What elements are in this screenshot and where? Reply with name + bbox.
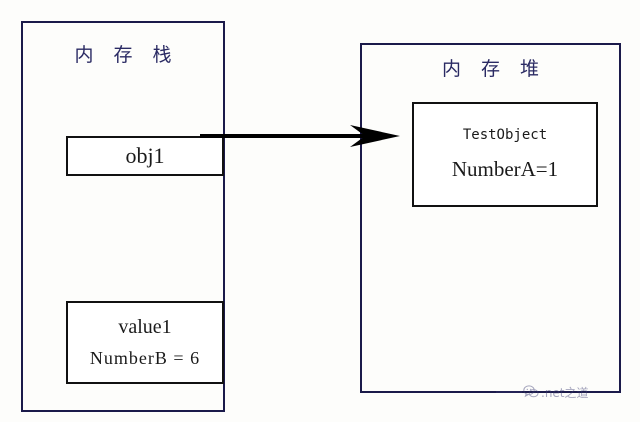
stack-region: 内 存 栈 obj1 value1 NumberB = 6 (21, 21, 225, 412)
stack-cell-value1: value1 NumberB = 6 (66, 301, 224, 384)
stack-cell-value1-value: NumberB = 6 (89, 348, 201, 369)
heap-region-title: 内 存 堆 (441, 58, 547, 80)
stack-cell-value1-label: value1 (118, 316, 172, 339)
reference-arrow (200, 125, 400, 147)
arrow-head (350, 125, 400, 147)
heap-cell-testobject: TestObject NumberA=1 (412, 102, 598, 207)
stack-cell-obj1-label: obj1 (125, 143, 165, 169)
heap-cell-testobject-value: NumberA=1 (451, 157, 559, 182)
stack-cell-obj1: obj1 (66, 136, 224, 176)
stack-region-title: 内 存 栈 (74, 44, 179, 66)
heap-region: 内 存 堆 TestObject NumberA=1 (360, 43, 621, 393)
heap-cell-testobject-label: TestObject (462, 127, 548, 144)
